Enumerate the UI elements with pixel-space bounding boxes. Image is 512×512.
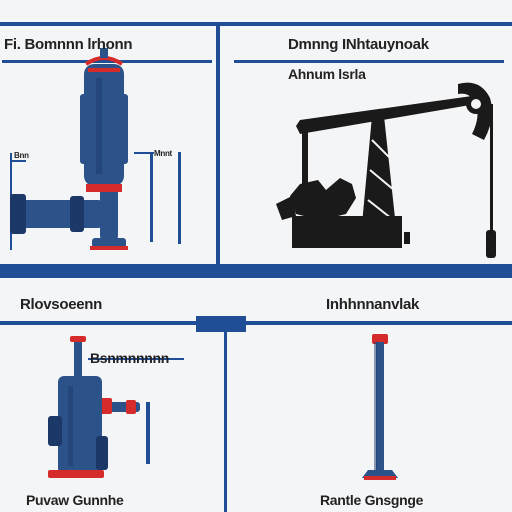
panel-c-title: Rlovsoeenn	[20, 296, 103, 313]
vertical-pump-illustration	[10, 48, 181, 250]
bottom-center-divider	[224, 325, 227, 512]
panel-a-title: Fi. Bomnnn lrhonn	[4, 36, 133, 53]
middle-band	[0, 264, 512, 278]
panel-c-caption: Puvaw Gunnhe	[26, 492, 124, 508]
panel-b-title: Dmnng INhtauynoak	[288, 36, 429, 53]
top-center-divider	[216, 22, 220, 266]
panel-a-right-note: Mnnt	[154, 149, 172, 158]
top-rule	[0, 22, 512, 26]
panel-d-title: Inhhnnanvlak	[326, 296, 420, 313]
bottom-rule	[0, 321, 512, 325]
panel-b-title-rule	[234, 60, 504, 63]
panel-a-left-note: Bnn	[14, 151, 29, 160]
panel-grid	[0, 22, 512, 512]
well-pump-illustration	[48, 336, 184, 478]
panel-a-title-rule	[2, 60, 212, 63]
panel-c-callout: Bsnmnnnnn	[90, 350, 169, 366]
panel-d-caption: Rantle Gnsgnge	[320, 492, 424, 508]
rule-junction-block	[196, 316, 246, 332]
pumpjack-illustration	[276, 82, 496, 258]
gauge-rod-illustration	[362, 334, 398, 480]
panel-b-subtitle: Ahnum lsrla	[288, 66, 366, 82]
